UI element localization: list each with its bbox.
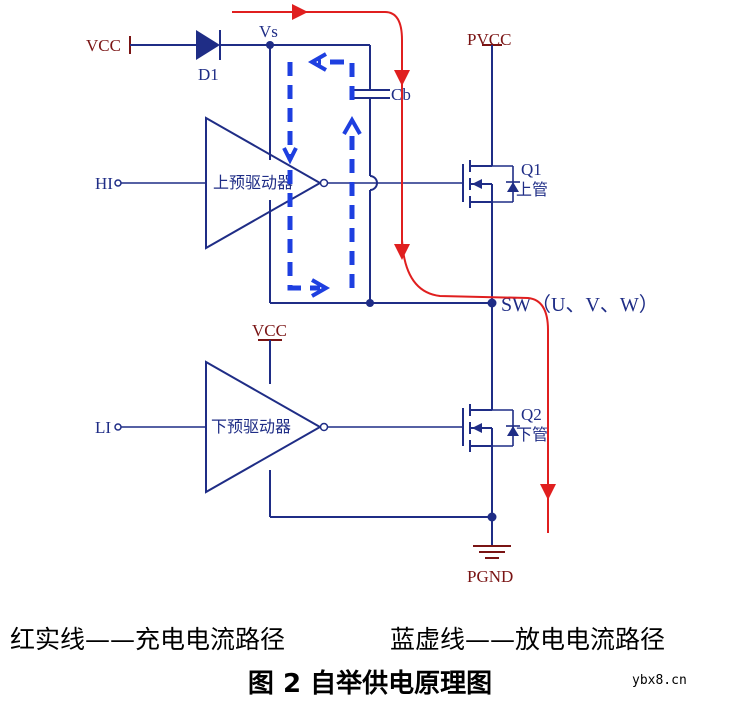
vs-label: Vs xyxy=(259,22,278,41)
cap-label: Cb xyxy=(391,85,411,104)
sw-label: SW（U、V、W） xyxy=(501,293,659,316)
diode-label: D1 xyxy=(198,65,219,84)
vs-node: Vs xyxy=(259,22,370,304)
hi-label: HI xyxy=(95,174,113,193)
low-driver-label: 下预驱动器 xyxy=(211,417,291,436)
figure-caption: 图 2 自举供电原理图 xyxy=(248,668,492,699)
legend-blue: 蓝虚线——放电电流路径 xyxy=(390,625,665,654)
sw-node: SW（U、V、W） xyxy=(370,293,659,410)
legend-red: 红实线——充电电流路径 xyxy=(10,625,285,654)
charge-current-path xyxy=(232,4,556,533)
vcc-top-supply: VCC xyxy=(86,36,196,55)
pvcc-label: PVCC xyxy=(467,30,511,49)
q2-label: Q2 xyxy=(521,405,542,424)
mosfet-q1: Q1 上管 xyxy=(462,160,548,303)
low-side-predriver: VCC 下预驱动器 LI xyxy=(95,321,492,518)
q1-role-label: 上管 xyxy=(516,180,548,199)
pgnd-label: PGND xyxy=(467,567,513,586)
li-label: LI xyxy=(95,418,111,437)
q1-label: Q1 xyxy=(521,160,542,179)
high-driver-label: 上预驱动器 xyxy=(213,173,293,192)
diode-d1: D1 xyxy=(196,30,270,84)
vcc-top-label: VCC xyxy=(86,36,121,55)
mosfet-q2: Q2 下管 xyxy=(462,404,548,517)
watermark: ybx8.cn xyxy=(632,673,687,688)
vcc-mid-label: VCC xyxy=(252,321,287,340)
pvcc-supply: PVCC xyxy=(467,30,511,161)
high-side-predriver: 上预驱动器 HI xyxy=(95,116,463,250)
discharge-current-path xyxy=(282,52,362,298)
q2-role-label: 下管 xyxy=(516,425,548,444)
pgnd-ground: PGND xyxy=(467,512,513,586)
